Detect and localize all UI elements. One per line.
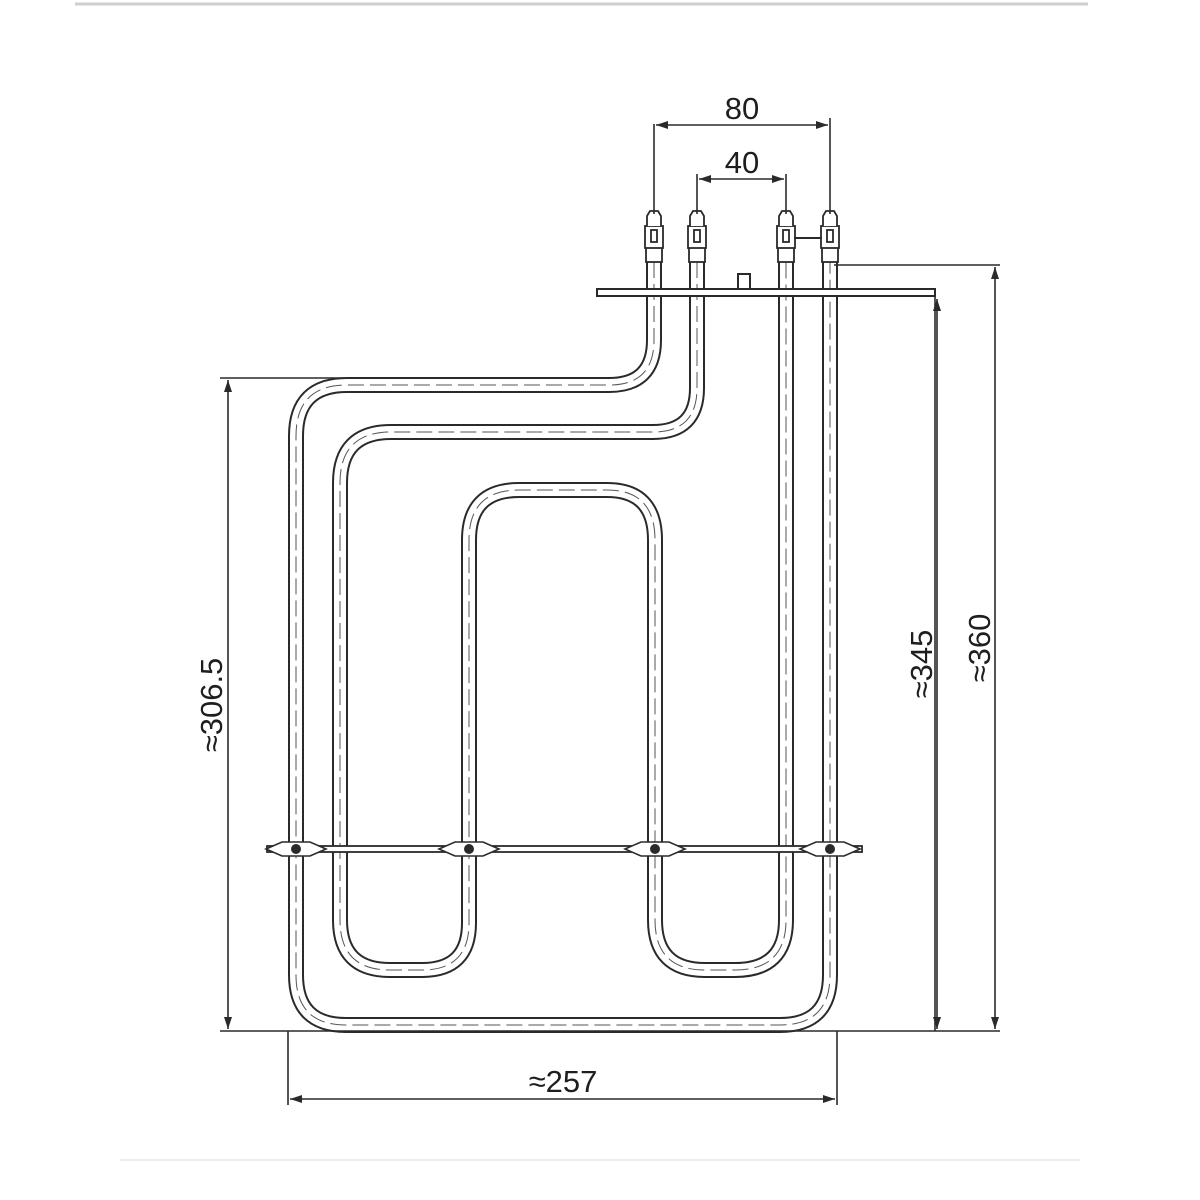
terminal-3 [776,210,796,263]
support-bar [264,841,863,857]
terminal-2 [687,210,707,263]
dimension-label-257: ≈257 [529,1064,598,1099]
dimension-80: 80 [653,91,831,214]
dimension-label-40: 40 [725,145,759,180]
mounting-flange [596,273,936,297]
support-clip-4 [798,841,862,857]
terminal-1 [644,210,664,263]
support-clip-1 [264,841,328,857]
support-clip-3 [623,841,687,857]
support-clip-2 [437,841,501,857]
dimension-label-80: 80 [725,91,759,126]
dimension-360: ≈360 [834,264,1000,1032]
dimension-label-306-5: ≈306.5 [194,658,229,753]
terminal-4 [820,210,840,263]
dimension-306-5: ≈306.5 [194,377,935,1032]
heating-tube [288,262,838,1033]
dimension-label-360: ≈360 [962,614,997,683]
dimension-257: ≈257 [287,1031,838,1105]
terminal-group [644,210,840,263]
dimension-label-345: ≈345 [904,630,939,699]
dimension-345: ≈345 [904,297,941,1031]
dimension-40: 40 [696,145,787,214]
